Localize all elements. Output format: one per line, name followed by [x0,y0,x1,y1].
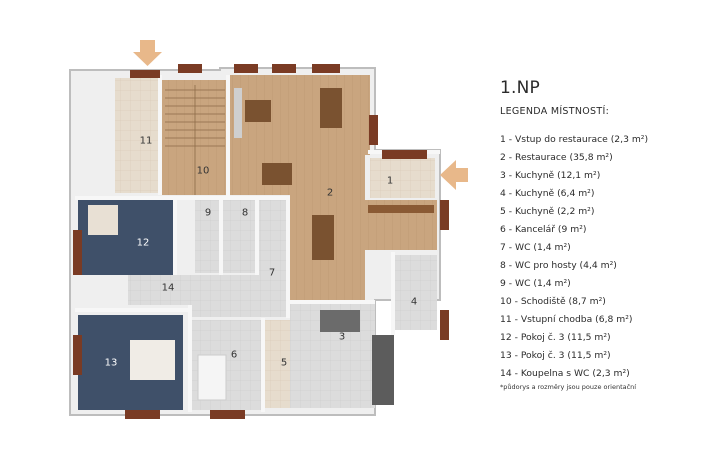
corridor [190,275,290,317]
floor-title: 1.NP [500,78,540,98]
legend-item: 10 - Schodiště (8,7 m²) [500,296,606,307]
room-label-13: 13 [104,357,118,369]
room-4-kitchen [395,255,437,330]
legend-list: 1 - Vstup do restaurace (2,3 m²) 2 - Res… [500,131,700,383]
entrance-arrow-right [440,160,468,190]
room-9-wc [195,198,220,273]
room-label-10: 10 [196,165,210,177]
bed-room-12 [88,205,118,235]
entrance-arrow-top [133,40,162,66]
legend-item: 4 - Kuchyně (6,4 m²) [500,188,595,199]
legend-item: 2 - Restaurace (35,8 m²) [500,152,613,163]
disclaimer-note: *půdorys a rozměry jsou pouze orientační [500,383,637,391]
room-label-11: 11 [139,135,153,147]
bed-room-13 [130,340,175,380]
floor-plan [69,40,468,419]
kitchen-counter [372,335,394,405]
room-label-4: 4 [410,296,418,308]
legend-item: 11 - Vstupní chodba (6,8 m²) [500,314,633,325]
bar-counter [368,205,434,213]
room-label-5: 5 [280,357,288,369]
restaurant-furniture [234,88,342,260]
room-label-8: 8 [241,207,249,219]
room-1-entrance [370,158,435,198]
windows [73,64,449,419]
room-11-hallway [115,78,160,193]
room-label-7: 7 [268,267,276,279]
room-label-6: 6 [230,349,238,361]
legend-item: 3 - Kuchyně (12,1 m²) [500,170,601,181]
legend-item: 13 - Pokoj č. 3 (11,5 m²) [500,350,611,361]
legend-item: 14 - Koupelna s WC (2,3 m²) [500,368,630,379]
room-label-3: 3 [338,331,346,343]
room-8-wc [222,198,257,273]
room-2-restaurant [230,75,370,300]
room-10-stairs [162,80,227,195]
room-label-2: 2 [326,187,334,199]
room-label-12: 12 [136,237,150,249]
legend-item: 9 - WC (1,4 m²) [500,278,571,289]
legend-item: 6 - Kancelář (9 m²) [500,224,587,235]
room-14-bathroom [128,275,198,305]
legend-item: 7 - WC (1,4 m²) [500,242,571,253]
legend-item: 5 - Kuchyně (2,2 m²) [500,206,595,217]
room-5-kitchen [265,320,290,408]
kitchen-island [320,310,360,332]
office-desk [197,354,227,401]
legend-item: 12 - Pokoj č. 3 (11,5 m²) [500,332,611,343]
room-legend: 1.NP LEGENDA MÍSTNOSTÍ: 1 - Vstup do res… [500,78,700,391]
legend-subtitle: LEGENDA MÍSTNOSTÍ: [500,106,610,117]
stair-steps [165,85,225,195]
legend-item: 1 - Vstup do restaurace (2,3 m²) [500,134,649,145]
room-label-9: 9 [204,207,212,219]
legend-item: 8 - WC pro hosty (4,4 m²) [500,260,617,271]
room-label-14: 14 [161,282,175,294]
room-label-1: 1 [386,175,394,187]
